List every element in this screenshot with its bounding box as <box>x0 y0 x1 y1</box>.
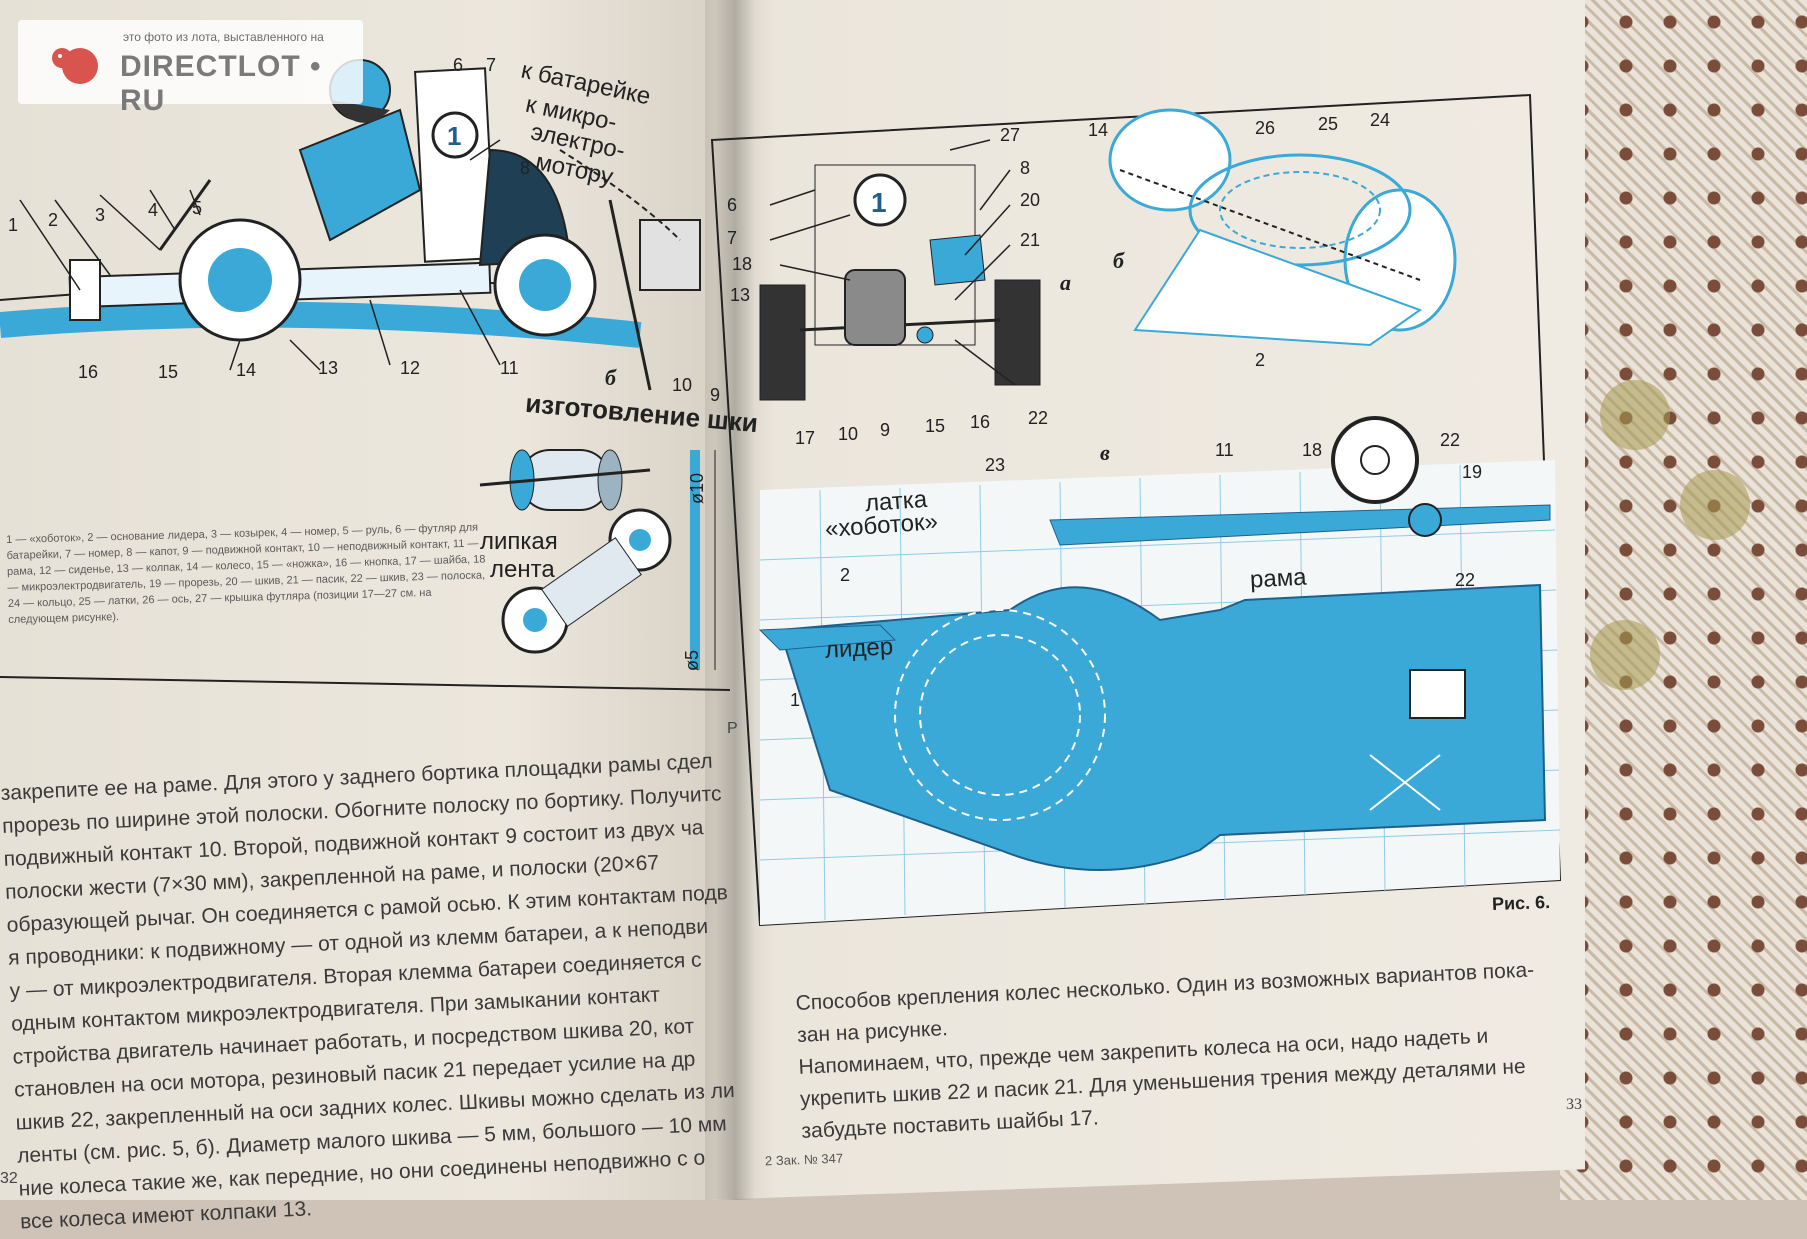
a-label-7: 7 <box>727 228 738 248</box>
part-8-label: 8 <box>520 158 531 178</box>
lider-label: лидер <box>824 633 894 664</box>
b-label-25: 25 <box>1318 114 1339 134</box>
v-label-2: 2 <box>840 565 851 585</box>
left-caption-cut: Р <box>727 720 738 737</box>
part-2-label: 2 <box>48 210 59 230</box>
v-label-18: 18 <box>1302 440 1323 460</box>
assembly-a: 1 <box>759 164 1041 401</box>
figure-caption: Рис. 6. <box>1491 891 1551 915</box>
right-illustration: 1 <box>710 93 1562 927</box>
print-order-note: 2 Зак. № 347 <box>764 1150 844 1169</box>
a-label-8: 8 <box>1020 158 1031 178</box>
left-illustration: 1 <box>0 59 731 691</box>
tape-label-2: лента <box>490 556 555 583</box>
b-label-26: 26 <box>1255 118 1276 138</box>
panel-a-letter: а <box>1060 270 1071 295</box>
a-label-22: 22 <box>1028 408 1049 428</box>
tape-label-1: липкая <box>480 528 558 555</box>
lider-strip <box>758 624 897 651</box>
rama-label: рама <box>1249 563 1308 594</box>
v-label-22: 22 <box>1440 430 1461 450</box>
part-11-label: 11 <box>500 358 519 378</box>
a-label-27: 27 <box>1000 125 1021 145</box>
rama-shape <box>778 583 1547 871</box>
a-label-6: 6 <box>727 195 738 215</box>
v-label-23: 23 <box>985 455 1006 475</box>
part-15-label: 15 <box>158 362 179 382</box>
panel-v-letter: в <box>1100 440 1110 465</box>
a-label-20: 20 <box>1020 190 1041 210</box>
right-page-number: 33 <box>1566 1096 1582 1113</box>
pulley-18 <box>1331 416 1442 537</box>
a-label-18: 18 <box>732 254 753 274</box>
part-3-label: 3 <box>95 205 106 225</box>
part-7-label: 7 <box>486 55 497 75</box>
grid-panel-v <box>758 460 1561 925</box>
part-4-label: 4 <box>148 200 159 220</box>
watermark-banner: это фото из лота, выставленного на DIREC… <box>18 20 363 117</box>
a-label-17: 17 <box>795 428 816 448</box>
svg-text:1: 1 <box>447 121 461 151</box>
part-9-label: 9 <box>710 385 721 405</box>
a-label-13: 13 <box>730 285 751 305</box>
part-10-label: 10 <box>672 375 693 395</box>
tablecloth-background <box>1560 0 1807 1200</box>
left-page-number: 32 <box>0 1170 18 1187</box>
part-12-label: 12 <box>400 358 421 378</box>
panel-b-letter: б <box>1113 248 1124 273</box>
a-label-15: 15 <box>925 416 946 436</box>
book-gutter <box>715 0 755 1200</box>
a-label-16: 16 <box>970 412 991 432</box>
a-label-21: 21 <box>1020 230 1041 250</box>
part-1-label: 1 <box>8 215 19 235</box>
part-13-label: 13 <box>318 358 339 378</box>
driver-body <box>298 108 422 242</box>
left-label-b: б <box>605 365 616 390</box>
v-label-1: 1 <box>790 690 801 710</box>
khobotok <box>69 259 101 321</box>
pulley-drawing <box>479 449 716 670</box>
v-label-22b: 22 <box>1455 570 1476 590</box>
part-16-label: 16 <box>78 362 99 382</box>
watermark-small-text: это фото из лота, выставленного на <box>123 30 324 44</box>
b-label-2: 2 <box>1255 350 1266 370</box>
part-5-label: 5 <box>192 198 203 218</box>
svg-text:1: 1 <box>871 187 887 218</box>
b-label-24: 24 <box>1370 110 1391 130</box>
a-label-9: 9 <box>880 420 891 440</box>
part-14-label: 14 <box>236 360 257 380</box>
assembly-b <box>1108 108 1457 347</box>
b-label-14: 14 <box>1088 120 1109 140</box>
part-6-label: 6 <box>453 55 464 75</box>
a-label-10: 10 <box>838 424 859 444</box>
v-label-19: 19 <box>1462 462 1483 482</box>
squirrel-logo-icon <box>52 48 98 84</box>
watermark-brand: DIRECTLOT • RU <box>120 50 322 117</box>
v-label-11: 11 <box>1215 440 1234 460</box>
